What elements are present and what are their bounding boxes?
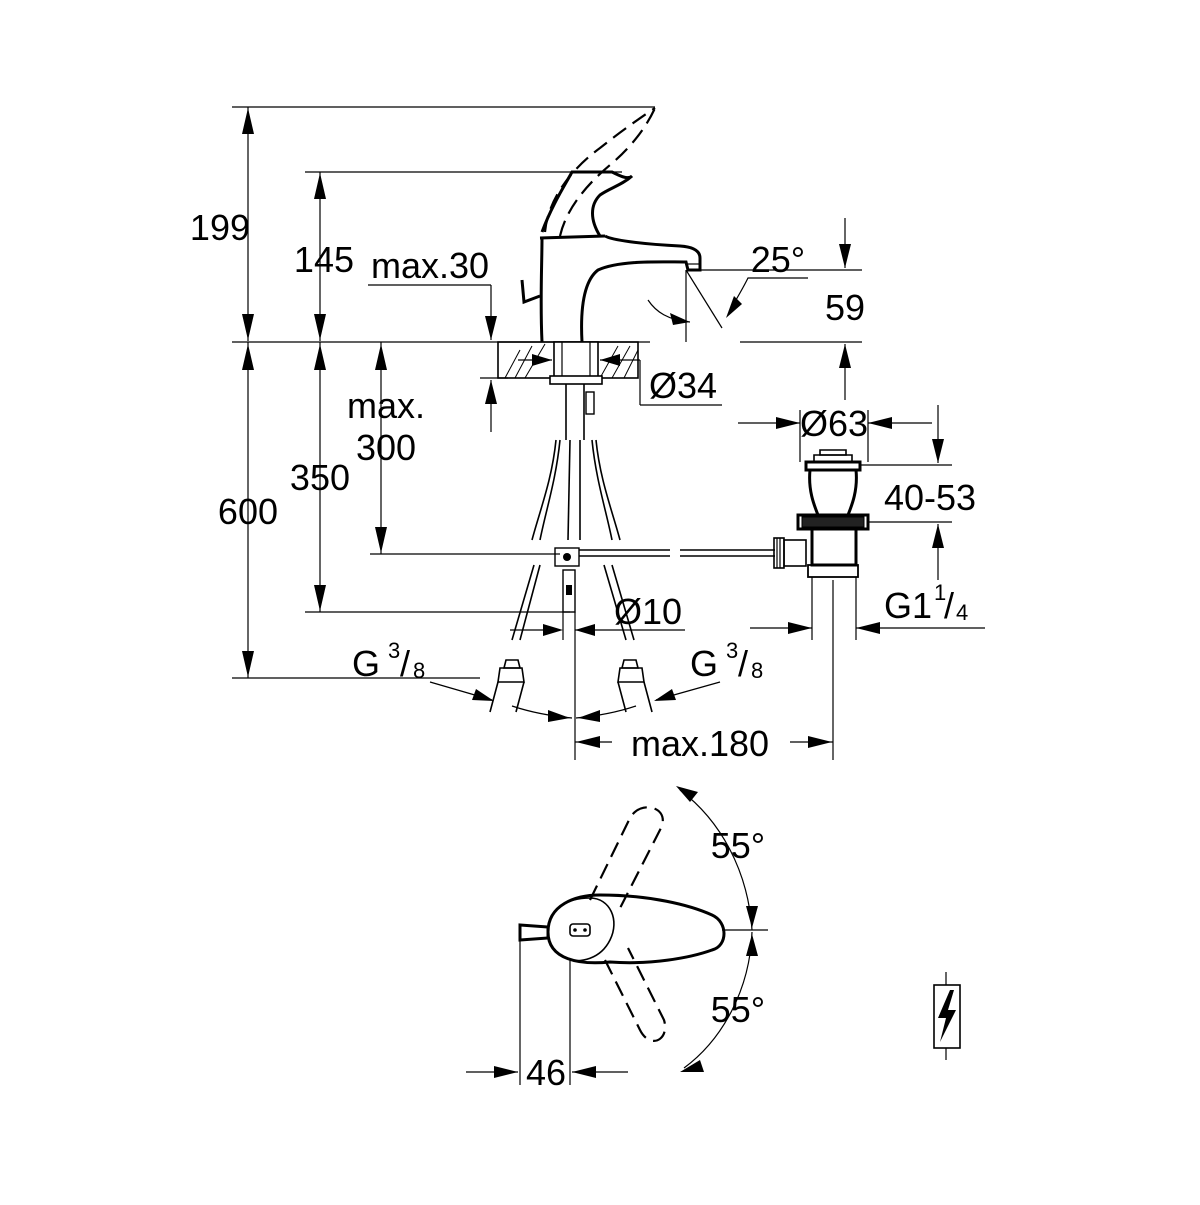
g38-right-denominator: 8	[751, 658, 763, 683]
dimension-40-53	[860, 405, 952, 580]
faucet-side-view	[520, 107, 702, 343]
dimension-dia63	[738, 410, 932, 462]
popup-rod	[579, 537, 807, 569]
dimension-55deg-bottom	[680, 931, 758, 1072]
angle-55-bottom-label: 55°	[711, 989, 765, 1030]
g38-right-label: G	[690, 643, 718, 684]
range-40-53-label: 40-53	[884, 477, 976, 518]
dimension-46	[466, 1066, 628, 1078]
dimension-dia34	[518, 354, 722, 406]
dimension-145	[305, 171, 622, 341]
g114-denominator: 4	[956, 600, 968, 625]
dimension-59	[700, 218, 862, 400]
g38-left-label: G	[352, 643, 380, 684]
dimension-199	[232, 106, 655, 341]
dimension-max180	[575, 580, 834, 760]
width-46-label: 46	[526, 1052, 566, 1093]
dimension-600	[232, 342, 480, 679]
dimension-dia10	[510, 612, 685, 760]
g114-label: G1	[884, 585, 932, 626]
height-145-label: 145	[294, 239, 354, 280]
deck-section	[497, 341, 639, 385]
max300-line2-label: 300	[356, 427, 416, 468]
dimension-max300	[370, 342, 560, 555]
height-600-label: 600	[218, 491, 278, 532]
drain-assembly	[796, 449, 870, 640]
angle-25-label: 25°	[751, 239, 805, 280]
dimension-25deg	[685, 269, 808, 342]
max300-line1-label: max.	[347, 385, 425, 426]
angle-55-top-label: 55°	[711, 825, 765, 866]
height-199-label: 199	[190, 207, 250, 248]
g38-right-numerator: 3	[726, 638, 738, 663]
g114-slash: /	[944, 585, 954, 626]
g38-left-denominator: 8	[413, 658, 425, 683]
dimension-g38-left	[429, 681, 573, 722]
dimension-g114	[750, 622, 985, 634]
max180-label: max.180	[631, 723, 769, 764]
faucet-top-view	[518, 806, 726, 1085]
lightning-bolt-icon	[933, 972, 961, 1060]
dia10-label: Ø10	[614, 591, 682, 632]
dia34-label: Ø34	[649, 365, 717, 406]
g38-left-slash: /	[400, 643, 410, 684]
height-350-label: 350	[290, 457, 350, 498]
dimension-350	[305, 342, 570, 613]
max30-label: max.30	[371, 245, 489, 286]
g38-left-numerator: 3	[388, 638, 400, 663]
dimension-g38-right	[575, 681, 721, 722]
g114-numerator: 1	[934, 580, 946, 605]
height-59-label: 59	[825, 287, 865, 328]
dia63-label: Ø63	[800, 403, 868, 444]
supply-hoses	[489, 384, 653, 713]
dimension-55deg-top	[676, 786, 768, 931]
g38-right-slash: /	[738, 643, 748, 684]
